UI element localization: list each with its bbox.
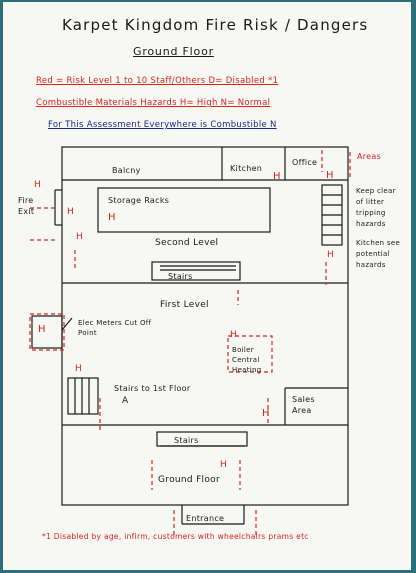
room-stairs-lower: Stairs — [174, 436, 199, 445]
legend-combustible-line: For This Assessment Everywhere is Combus… — [48, 120, 277, 130]
kitchen-note: Kitchen see potential hazards — [356, 239, 401, 269]
room-stairs-first: Stairs to 1st Floor — [114, 384, 191, 393]
stairs-upper-box — [151, 261, 241, 281]
room-sales-area: Sales Area — [292, 395, 315, 415]
risk-marker-right-stairs: H — [327, 250, 335, 260]
risk-marker-office: H — [326, 170, 334, 181]
room-first-level: First Level — [160, 300, 209, 310]
fire-exit-label: Fire Exit — [18, 196, 35, 216]
room-ground-floor: Ground Floor — [158, 475, 220, 485]
room-second-level: Second Level — [155, 238, 219, 248]
risk-marker-fire-exit: H — [34, 180, 42, 190]
room-balcony: Balcny — [112, 166, 141, 175]
room-stairs-upper: Stairs — [168, 272, 193, 281]
storage-racks-box — [97, 187, 271, 233]
paper-sheet — [3, 2, 411, 570]
risk-marker-left: H — [67, 207, 75, 217]
areas-title: Areas — [357, 152, 382, 161]
page-title: Karpet Kingdom Fire Risk / Dangers — [62, 16, 369, 34]
risk-marker-storage: H — [108, 212, 116, 223]
legend-risk-line: Red = Risk Level 1 to 10 Staff/Others D=… — [36, 76, 279, 86]
room-entrance: Entrance — [186, 514, 225, 523]
room-storage-racks: Storage Racks — [108, 196, 170, 205]
page-subtitle: Ground Floor — [133, 45, 214, 58]
elec-risk-outline — [29, 313, 65, 351]
risk-marker-ground: H — [220, 460, 228, 470]
room-kitchen: Kitchen — [230, 164, 263, 173]
boiler-risk-outline — [227, 335, 273, 373]
elec-meters-box — [31, 315, 63, 349]
risk-marker-second-left: H — [76, 232, 84, 242]
legend-hazard-line: Combustible Materials Hazards H= High N=… — [36, 98, 271, 108]
risk-marker-stairs-first: H — [75, 364, 83, 374]
room-boiler: Boiler Central Heating — [232, 346, 262, 374]
disabled-footnote: *1 Disabled by age, infirm, customers wi… — [42, 532, 309, 541]
risk-marker-kitchen: H — [273, 171, 281, 182]
stairs-lower-box — [156, 431, 248, 447]
marker-a: A — [122, 396, 129, 406]
risk-marker-boiler: H — [230, 330, 238, 340]
stairs-first-box — [67, 377, 99, 415]
risk-marker-elec: H — [38, 324, 46, 335]
room-office: Office — [292, 158, 318, 167]
risk-marker-sales: H — [262, 408, 270, 419]
elec-meters-label: Elec Meters Cut Off Point — [78, 319, 152, 337]
areas-note: Keep clear of litter tripping hazards — [356, 187, 396, 228]
